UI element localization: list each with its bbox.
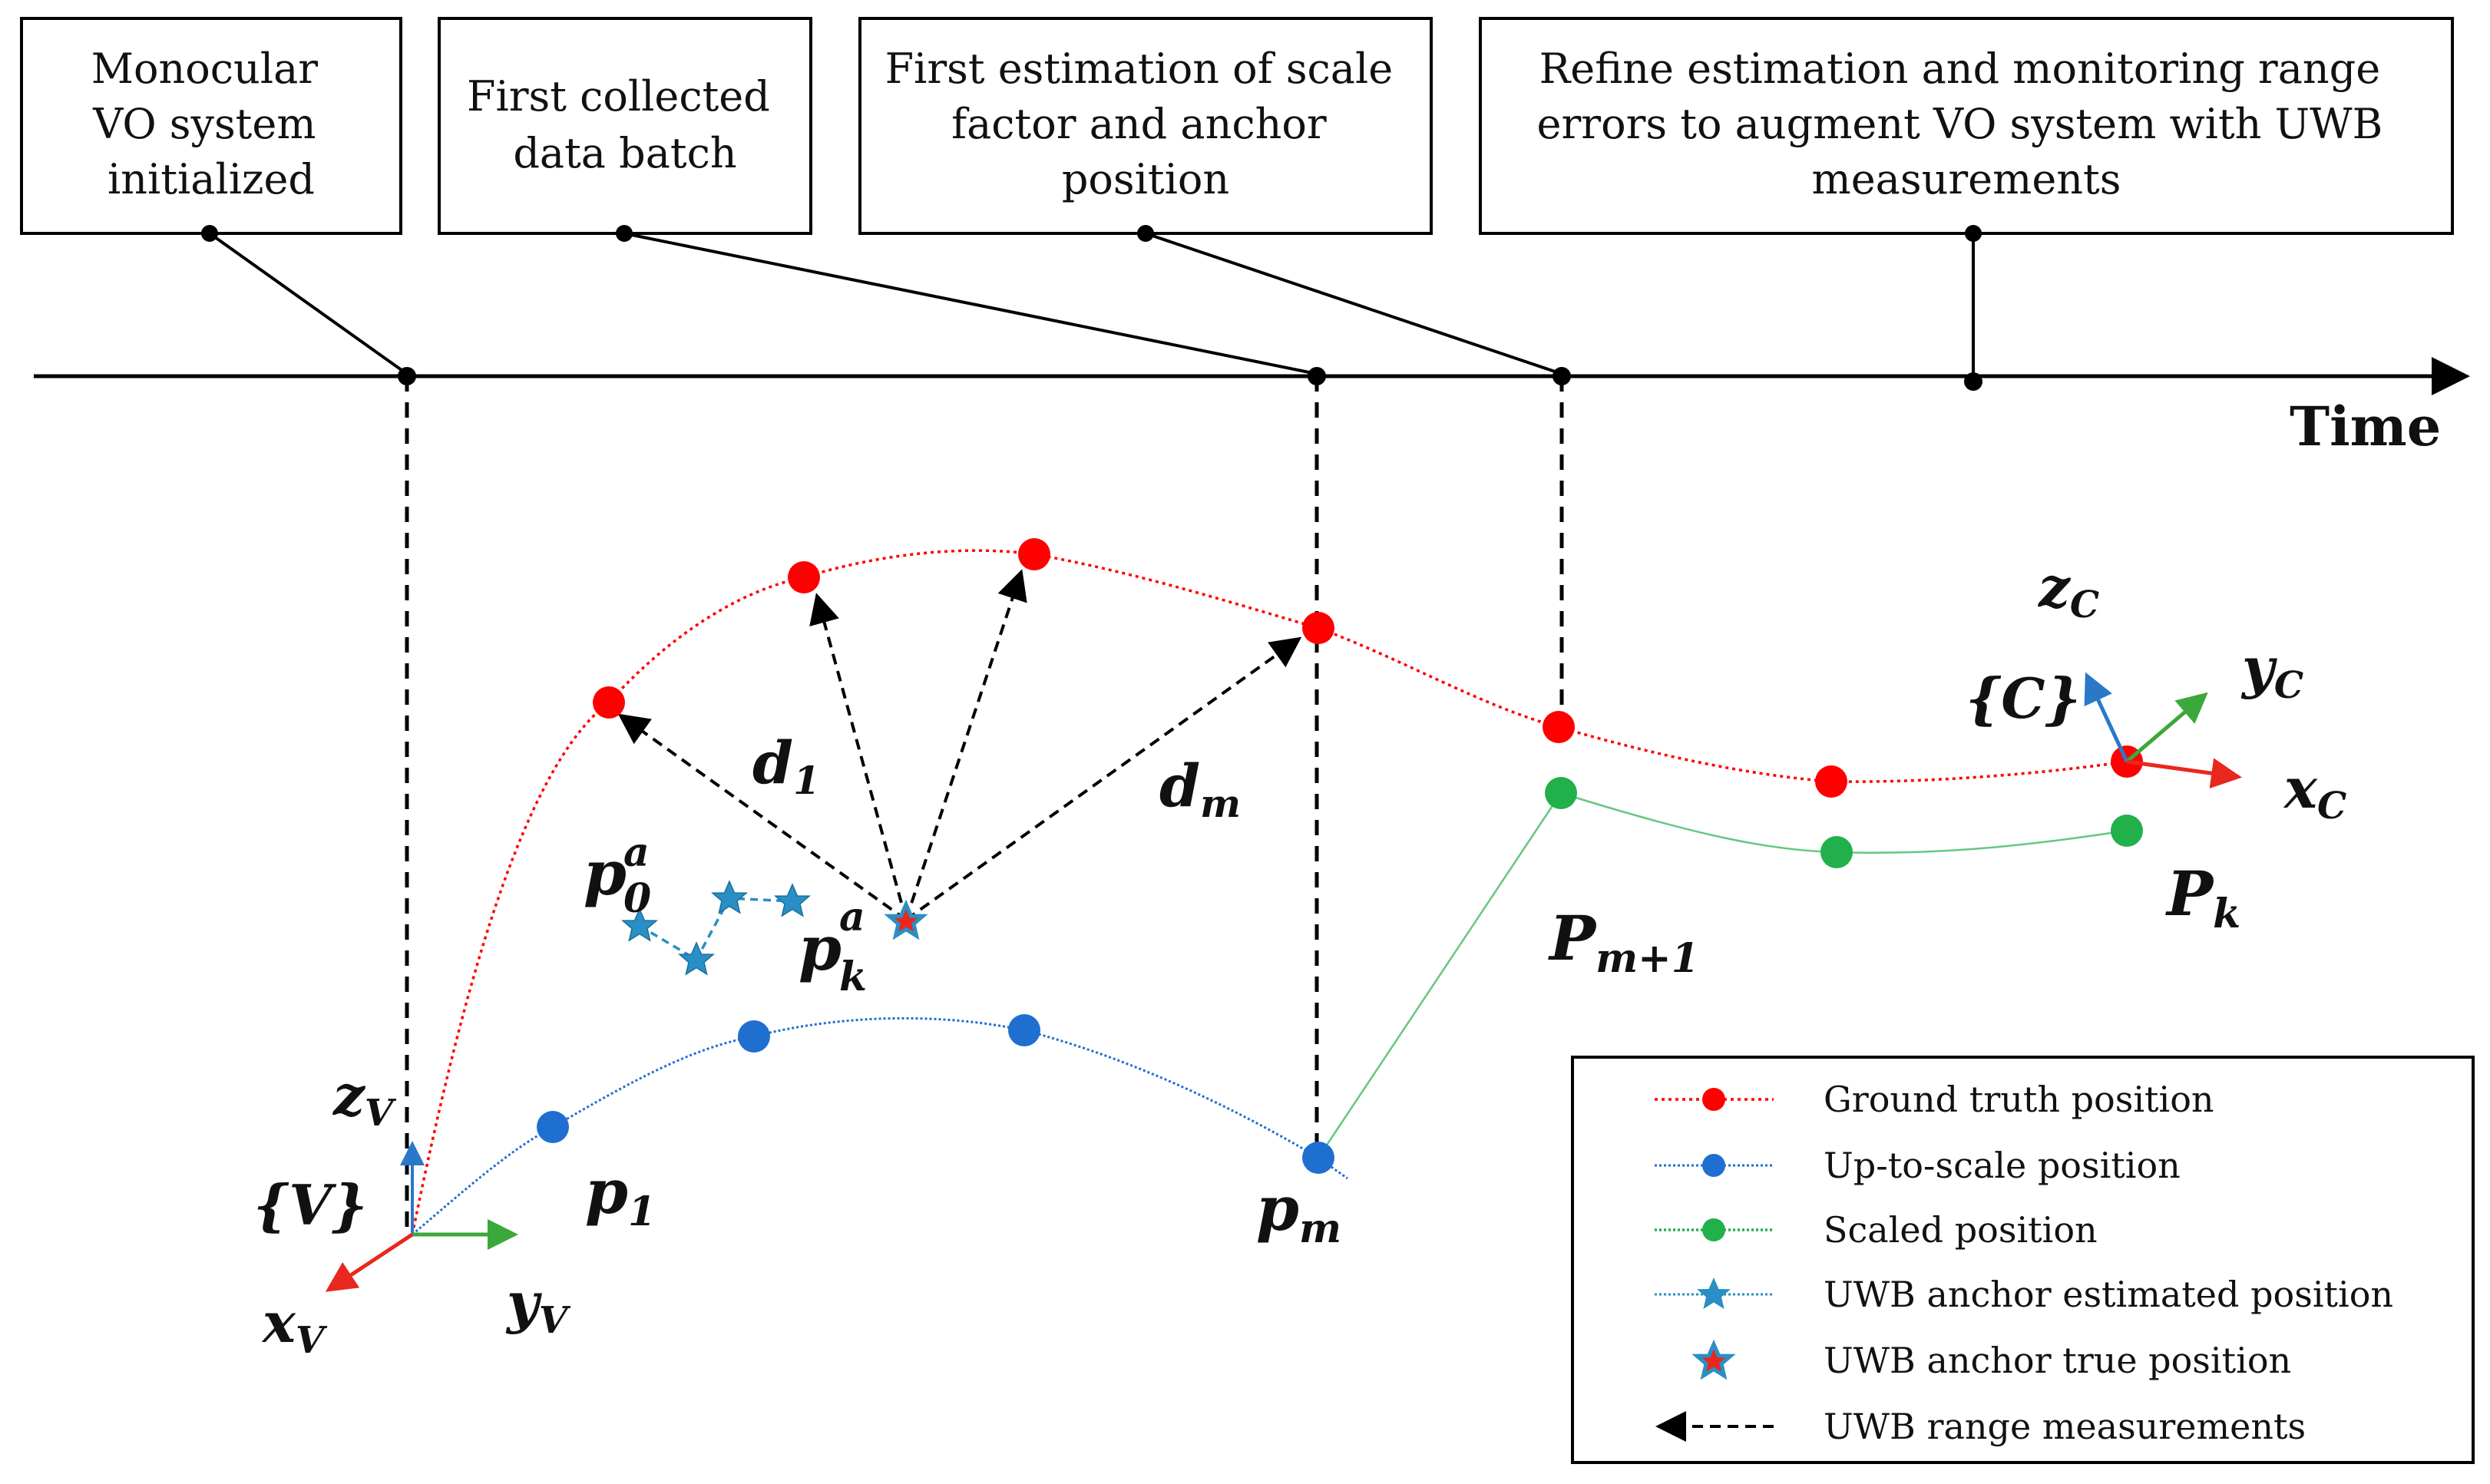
scaled-points (1545, 777, 2143, 868)
legend-item-anchor-true: UWB anchor true position (1697, 1340, 2291, 1381)
svg-text:a: a (623, 829, 650, 876)
svg-text:a: a (839, 894, 865, 940)
label-pk: Pk (2165, 858, 2240, 937)
svg-text:Up-to-scale position: Up-to-scale position (1824, 1145, 2181, 1186)
timeline-box-1 (20, 17, 402, 235)
up-to-scale-points (537, 1014, 1334, 1174)
svg-text:0: 0 (623, 875, 651, 922)
label-yc: yC (2240, 635, 2303, 707)
legend-item-anchor-estimated: UWB anchor estimated position (1655, 1274, 2393, 1315)
svg-text:UWB anchor estimated position: UWB anchor estimated position (1824, 1274, 2393, 1315)
time-axis-label: Time (2290, 395, 2441, 458)
legend-box (1571, 1056, 2475, 1464)
label-zv: zV (332, 1063, 397, 1135)
frame-c (2084, 672, 2242, 789)
label-pm: pm (1256, 1172, 1341, 1252)
math-labels: zV {V} xV yV zC {C} yC xC d1 dm p a 0 p … (253, 554, 2346, 1362)
label-xc: xC (2283, 755, 2346, 828)
svg-text:Scaled position: Scaled position (1824, 1209, 2098, 1251)
legend: Ground truth position Up-to-scale positi… (1571, 1056, 2475, 1464)
range-arrows (617, 569, 1302, 921)
label-p1: p1 (585, 1155, 656, 1235)
timeline-connectors (208, 232, 1975, 382)
label-xv: xV (261, 1290, 328, 1362)
label-d1: d1 (752, 729, 820, 803)
timeline-box-2-text: First collected data batch (467, 72, 783, 177)
anchor-estimate-path (639, 897, 793, 962)
svg-text:Ground truth position: Ground truth position (1824, 1079, 2214, 1120)
timeline-box-1-text: Monocular VO system initialized (91, 45, 332, 203)
up-to-scale-trajectory (412, 1016, 1348, 1236)
drop-lines (405, 376, 1564, 1236)
label-p0a: p (584, 837, 627, 909)
label-v-frame: {V} (253, 1172, 367, 1238)
timeline-box-2 (438, 17, 812, 235)
ground-truth-trajectory (411, 549, 2128, 1235)
frame-v (325, 1141, 518, 1292)
label-pka: p (799, 912, 842, 984)
time-axis-ticks (398, 367, 1982, 391)
connector-dots (201, 225, 1982, 242)
label-c-frame: {C} (1966, 666, 2081, 731)
timeline-box-3 (858, 17, 1433, 235)
legend-item-scaled: Scaled position (1655, 1209, 2098, 1251)
svg-text:UWB range measurements: UWB range measurements (1824, 1406, 2306, 1447)
timeline-box-4 (1479, 17, 2454, 235)
timeline-box-4-text: Refine estimation and monitoring range e… (1537, 45, 2396, 203)
label-zc: zC (2037, 554, 2099, 626)
label-yv: yV (505, 1270, 571, 1342)
legend-item-range-measurements: UWB range measurements (1655, 1406, 2306, 1447)
anchor-true-star (889, 904, 923, 936)
svg-text:UWB anchor true position: UWB anchor true position (1824, 1340, 2291, 1381)
label-pm1: Pm+1 (1548, 902, 1699, 982)
timeline-boxes: Monocular VO system initialized First co… (20, 17, 2454, 235)
timeline-box-3-text: First estimation of scale factor and anc… (885, 45, 1407, 203)
ground-truth-points (593, 538, 2143, 798)
svg-text:k: k (839, 954, 867, 1000)
legend-item-up-to-scale: Up-to-scale position (1655, 1145, 2181, 1186)
label-dm: dm (1159, 752, 1241, 826)
legend-item-ground-truth: Ground truth position (1655, 1079, 2214, 1120)
